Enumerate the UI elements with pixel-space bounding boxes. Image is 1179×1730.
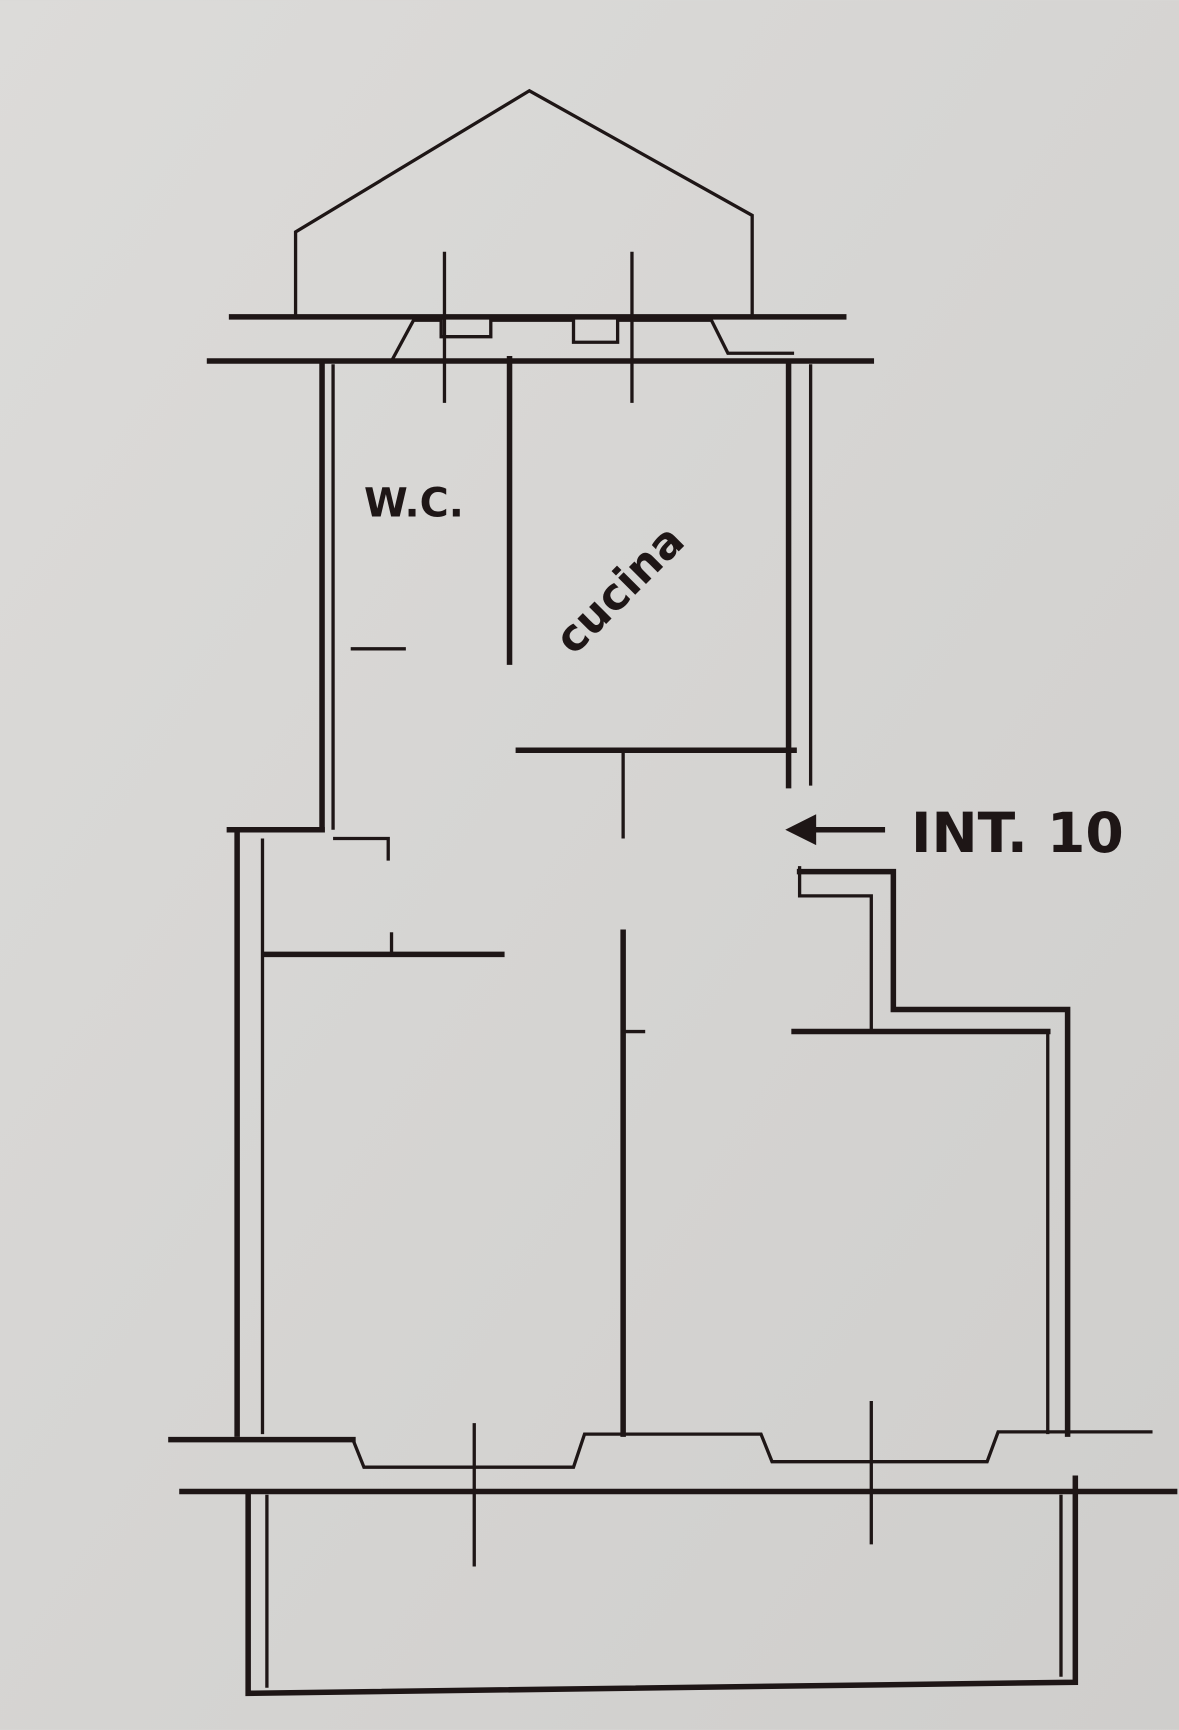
bottom-wall: [168, 1401, 1178, 1567]
room-label-wc: W.C.: [364, 480, 464, 526]
lower-balcony: [245, 1475, 1079, 1697]
balcony-top: [293, 88, 754, 315]
top-wall: [206, 251, 875, 403]
walls: [226, 356, 1071, 1437]
entrance-arrow-icon: [785, 814, 886, 846]
entrance-label: INT. 10: [911, 802, 1124, 866]
